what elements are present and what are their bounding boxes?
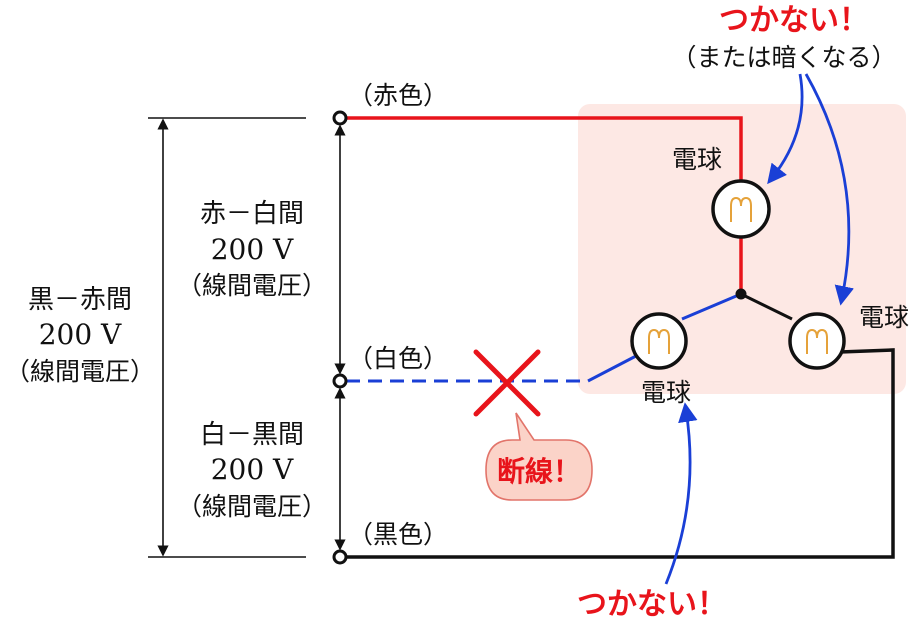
red-wire [346,116,743,182]
terminal-red-label: （赤色） [348,81,448,110]
filament-icon [648,328,670,354]
bulb-left-label: 電球 [641,378,691,407]
bulb-right-label: 電球 [859,303,909,332]
black-red-note: （線間電圧） [5,357,155,386]
red-white-note: （線間電圧） [177,271,327,300]
white-wire-to-bulb [587,354,637,383]
arrow-to-top-bulb [767,73,804,185]
terminal-black [332,549,348,565]
black-red-value: 200 V [39,318,122,351]
white-black-title: 白－黒間 [200,420,304,450]
bulb-top [711,179,771,239]
filament-icon [806,328,828,354]
top-warning: つかない！ [719,3,869,38]
top-note: （または暗くなる） [671,43,896,72]
bottom-warning: つかない！ [577,587,727,622]
red-white-value: 200 V [211,233,294,266]
black-red-title: 黒－赤間 [28,285,132,315]
white-black-note: （線間電圧） [177,492,327,521]
black-wire [346,348,895,559]
arrow-to-left-bulb [664,402,698,585]
neutral-junction [735,288,747,300]
black-bulb-to-neutral [740,292,793,321]
break-cross-icon [473,349,541,417]
terminal-white-label: （白色） [348,344,448,373]
break-label: 断線！ [497,455,581,488]
terminal-white [332,373,348,389]
terminal-red [332,110,348,126]
white-black-value: 200 V [211,453,294,486]
bulb-top-label: 電球 [672,145,722,174]
bulb-right [788,312,846,370]
white-bulb-to-neutral [681,292,742,321]
bulb-left [630,312,688,370]
filament-icon [730,196,752,222]
red-white-title: 赤－白間 [200,199,304,229]
break-callout [485,412,593,501]
terminal-black-label: （黒色） [348,520,448,549]
arrow-to-right-bulb [804,73,854,306]
